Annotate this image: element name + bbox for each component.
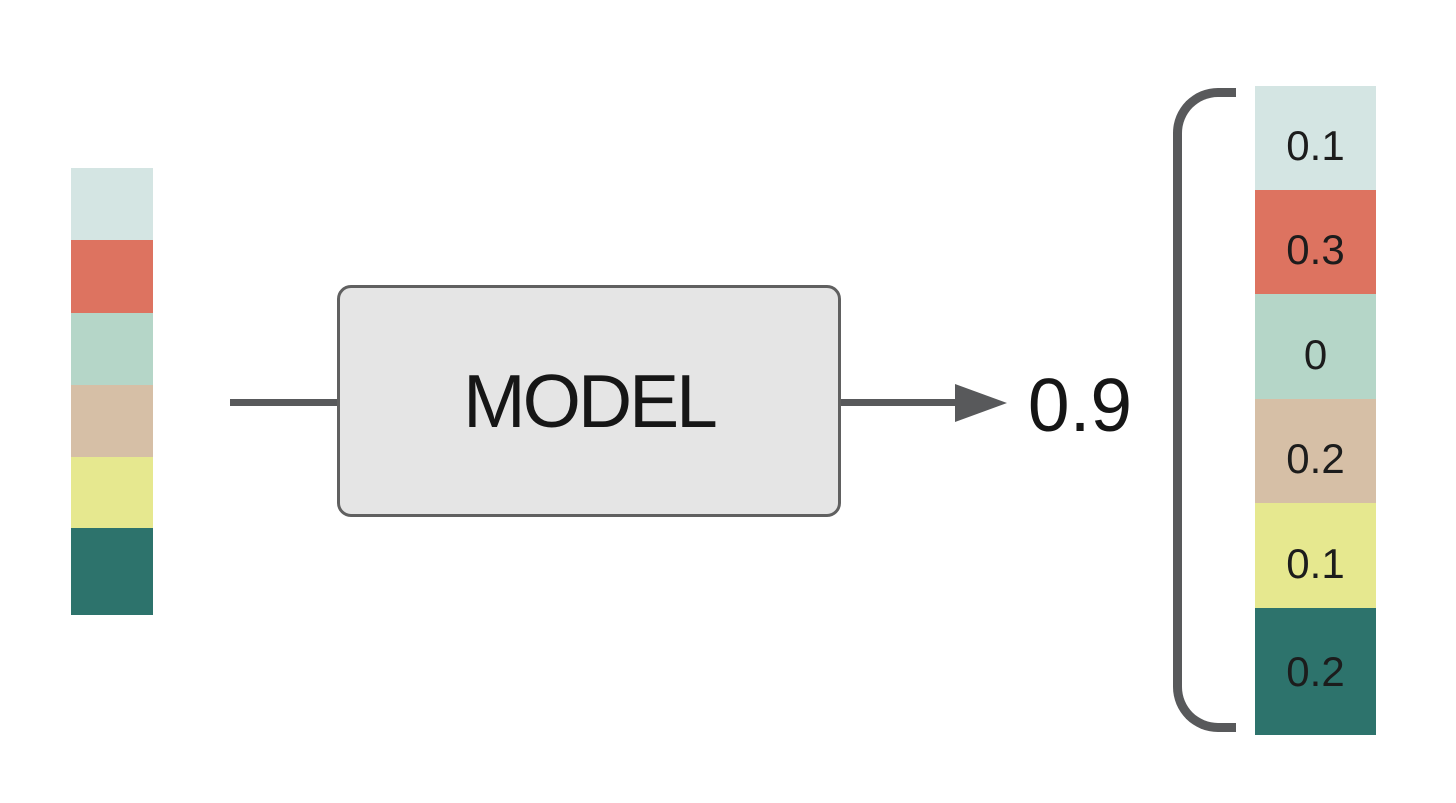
output-arrow-line [841,399,959,406]
output-vector-cell: 0.2 [1255,608,1376,735]
output-vector-value: 0 [1303,330,1328,378]
input-vector-cell [71,385,153,457]
output-vector-cell: 0 [1255,294,1376,399]
output-vector-value: 0.1 [1286,539,1345,587]
input-vector-cell [71,528,153,615]
output-vector-value: 0.3 [1286,226,1345,273]
output-vector-cell: 0.2 [1255,399,1376,503]
arrow-right-icon [955,384,1007,422]
output-vector-value: 0.2 [1286,647,1345,695]
output-vector-value: 0.2 [1286,435,1345,482]
input-vector-cell [71,457,153,528]
input-vector-cell [71,313,153,385]
output-vector: 0.1 0.3 0 0.2 0.1 0.2 [1255,86,1376,735]
output-vector-cell: 0.3 [1255,190,1376,294]
input-vector-cell [71,168,153,240]
input-vector [71,168,153,615]
output-vector-value: 0.1 [1286,122,1345,169]
input-vector-cell [71,240,153,313]
output-vector-cell: 0.1 [1255,86,1376,190]
model-box: MODEL [337,285,841,517]
model-label: MODEL [463,358,718,443]
output-vector-cell: 0.1 [1255,503,1376,608]
input-connector-line [230,399,338,406]
left-bracket-icon [1173,88,1236,732]
output-scalar-value: 0.9 [1027,362,1133,447]
